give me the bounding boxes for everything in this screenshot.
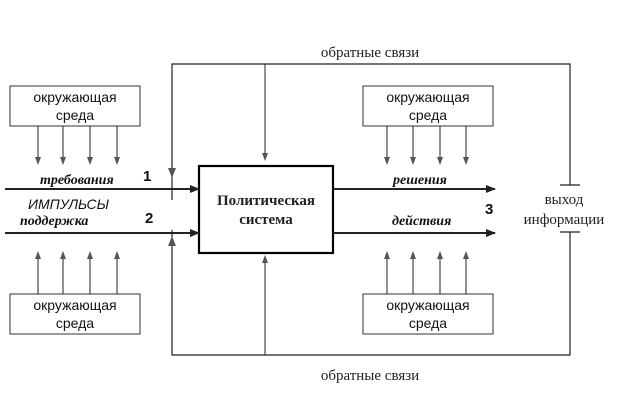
input-support-label: поддержка [20,214,88,229]
system-label: Политическая [217,193,315,209]
output-info-label: выход [545,192,584,208]
output-info-label: информации [524,212,605,228]
environment-label: окружающая [33,89,116,105]
environment-label: среда [56,315,94,331]
environment-label: среда [409,315,447,331]
output-number-3: 3 [485,201,493,218]
feedback-label-bottom: обратные связи [321,368,419,384]
political-system-box: Политическая система [197,164,335,255]
output-decisions-label: решения [392,173,447,188]
environment-box-bottom-right: окружающая среда [362,293,494,335]
environment-arrows-top-right [384,126,469,165]
environment-box-bottom-left: окружающая среда [9,293,141,335]
environment-arrows-bottom-right [384,251,469,294]
environment-label: окружающая [33,297,116,313]
input-number-2: 2 [145,210,153,227]
feedback-loop [168,63,580,356]
environment-box-top-right: окружающая среда [362,85,494,127]
input-demands-label: требования [40,173,114,188]
environment-label: среда [409,107,447,123]
input-number-1: 1 [143,168,151,185]
feedback-label-top: обратные связи [321,45,419,61]
output-actions-label: действия [392,214,451,229]
environment-label: среда [56,107,94,123]
impulses-label: ИМПУЛЬСЫ [28,196,110,212]
environment-arrows-bottom-left [35,251,120,294]
environment-arrows-top-left [35,126,120,165]
environment-label: окружающая [386,89,469,105]
environment-box-top-left: окружающая среда [9,85,141,127]
environment-label: окружающая [386,297,469,313]
system-label: система [239,212,293,228]
